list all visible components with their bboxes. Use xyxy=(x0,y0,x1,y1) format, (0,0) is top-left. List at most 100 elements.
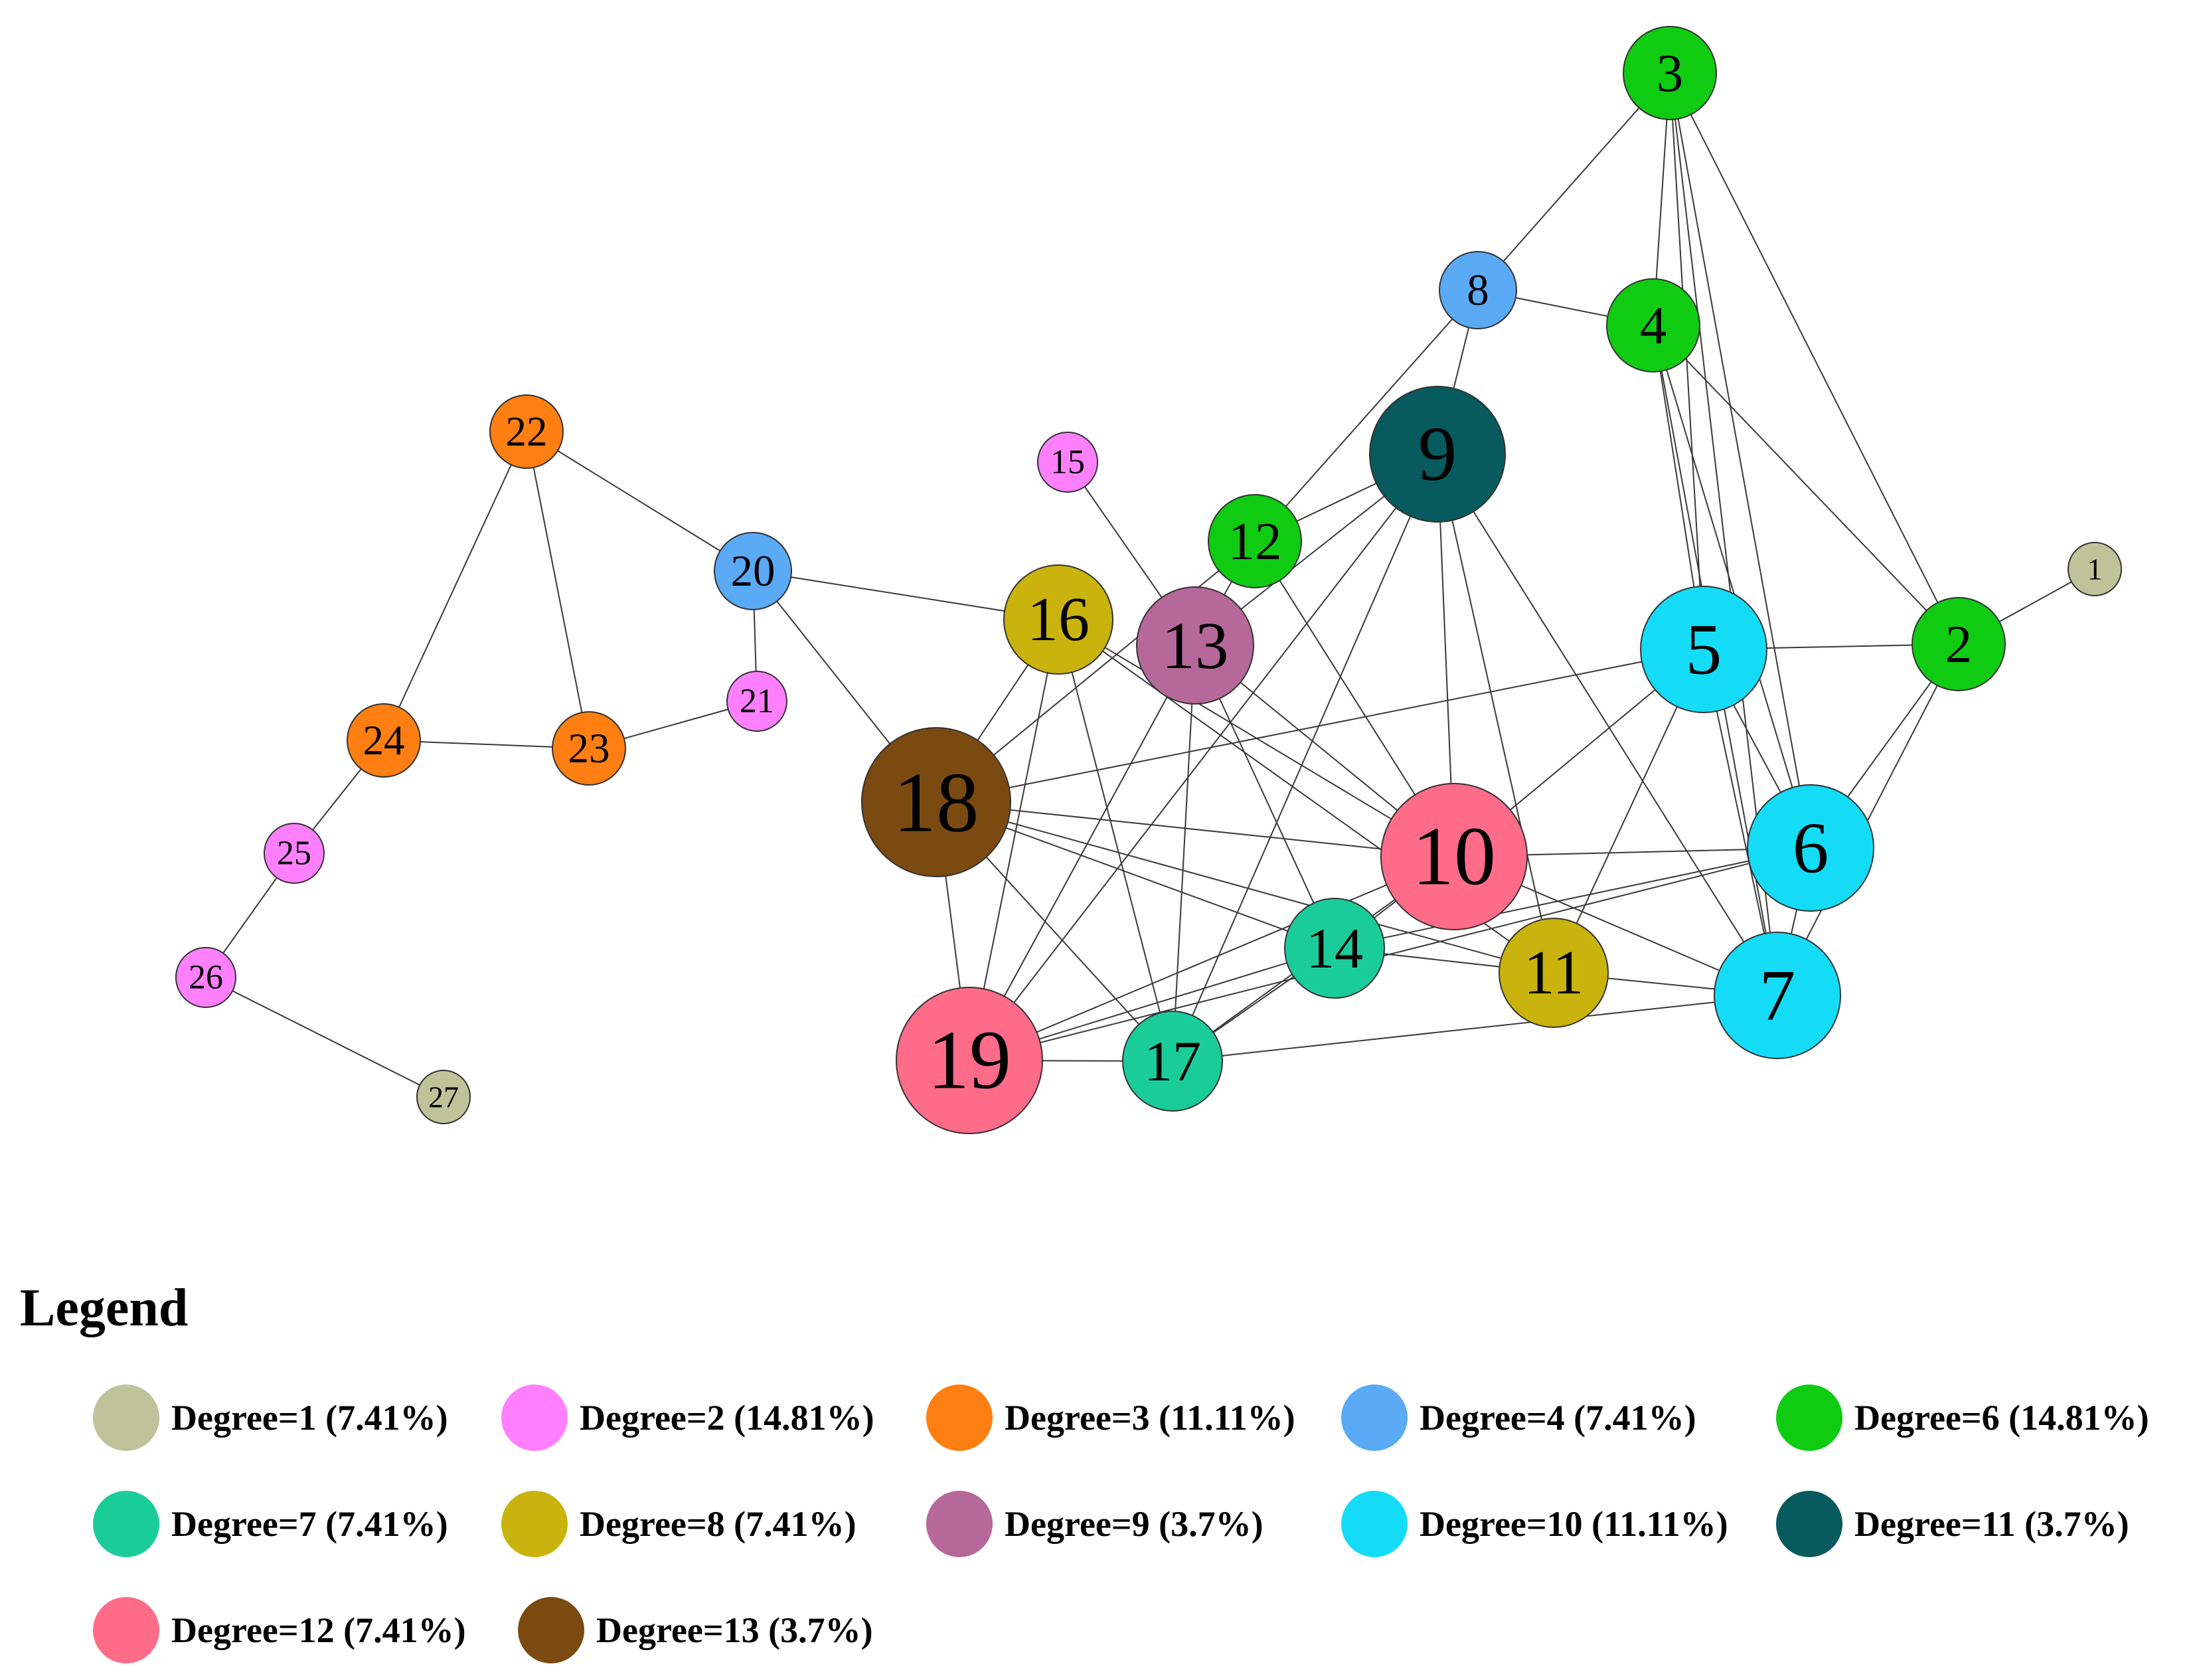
node-circle-23 xyxy=(552,711,626,786)
edge-10-18 xyxy=(936,801,1455,857)
node-label-24: 24 xyxy=(363,717,405,764)
edge-3-6 xyxy=(1669,72,1811,849)
node-circle-5 xyxy=(1640,586,1767,713)
legend-swatch xyxy=(1341,1385,1408,1451)
node-label-23: 23 xyxy=(568,725,610,772)
node-25: 25 xyxy=(264,823,325,884)
node-24: 24 xyxy=(347,703,421,778)
edge-4-6 xyxy=(1653,325,1811,849)
edge-20-22 xyxy=(526,431,754,572)
node-circle-7 xyxy=(1714,932,1841,1059)
node-9: 9 xyxy=(1369,386,1506,523)
node-circle-12 xyxy=(1208,494,1302,588)
legend-label: Degree=1 (7.41%) xyxy=(171,1398,448,1438)
node-label-26: 26 xyxy=(189,959,223,997)
node-14: 14 xyxy=(1284,898,1385,999)
node-8: 8 xyxy=(1439,251,1517,329)
legend-swatch xyxy=(93,1597,159,1663)
node-6: 6 xyxy=(1747,784,1874,912)
node-21: 21 xyxy=(726,671,787,732)
legend-title: Legend xyxy=(20,1279,189,1337)
node-3: 3 xyxy=(1623,26,1717,120)
legend-label: Degree=4 (7.41%) xyxy=(1420,1398,1696,1438)
legend-label: Degree=8 (7.41%) xyxy=(580,1504,856,1544)
edge-3-8 xyxy=(1477,72,1671,291)
node-circle-21 xyxy=(726,671,787,732)
edge-2-7 xyxy=(1777,643,1959,996)
node-circle-2 xyxy=(1912,597,2006,691)
node-circle-9 xyxy=(1369,386,1506,523)
node-circle-16 xyxy=(1003,564,1113,675)
legend-swatch xyxy=(501,1385,568,1451)
node-27: 27 xyxy=(416,1070,471,1124)
node-label-19: 19 xyxy=(928,1015,1011,1107)
edge-6-14 xyxy=(1334,847,1811,949)
node-5: 5 xyxy=(1640,586,1767,713)
node-circle-19 xyxy=(896,987,1043,1134)
node-circle-22 xyxy=(489,394,564,469)
legend-label: Degree=2 (14.81%) xyxy=(580,1398,874,1438)
legend-swatch xyxy=(518,1597,584,1663)
node-label-4: 4 xyxy=(1640,295,1667,355)
node-circle-25 xyxy=(264,823,325,884)
edge-11-18 xyxy=(936,801,1554,973)
legend-label: Degree=10 (11.11%) xyxy=(1420,1504,1728,1544)
edge-7-9 xyxy=(1437,454,1778,996)
node-4: 4 xyxy=(1606,278,1700,373)
node-circle-17 xyxy=(1122,1011,1223,1112)
legend-item: Degree=7 (7.41%) xyxy=(93,1487,448,1560)
node-13: 13 xyxy=(1136,586,1254,705)
legend-swatch xyxy=(1776,1491,1842,1557)
legend-item: Degree=4 (7.41%) xyxy=(1341,1381,1696,1454)
edge-2-4 xyxy=(1653,325,1959,645)
node-12: 12 xyxy=(1208,494,1302,588)
legend-swatch xyxy=(93,1491,159,1557)
legend-swatch xyxy=(1341,1491,1408,1557)
node-1: 1 xyxy=(2068,542,2122,596)
legend-item: Degree=9 (3.7%) xyxy=(926,1487,1264,1560)
node-label-9: 9 xyxy=(1418,412,1457,497)
legend-swatch xyxy=(926,1385,993,1451)
edge-13-19 xyxy=(969,645,1196,1061)
node-label-20: 20 xyxy=(731,546,775,596)
node-circle-13 xyxy=(1136,586,1254,705)
node-label-25: 25 xyxy=(277,835,311,873)
node-26: 26 xyxy=(175,947,236,1008)
legend-label: Degree=12 (7.41%) xyxy=(171,1610,466,1650)
node-17: 17 xyxy=(1122,1011,1223,1112)
node-20: 20 xyxy=(714,532,792,610)
node-label-7: 7 xyxy=(1759,956,1796,1036)
node-circle-1 xyxy=(2068,542,2122,596)
node-label-21: 21 xyxy=(740,683,774,720)
node-circle-24 xyxy=(347,703,421,778)
node-label-17: 17 xyxy=(1144,1029,1201,1093)
node-circle-14 xyxy=(1284,898,1385,999)
node-circle-20 xyxy=(714,532,792,610)
legend-item: Degree=12 (7.41%) xyxy=(93,1594,466,1667)
node-circle-4 xyxy=(1606,278,1700,373)
legend: Degree=1 (7.41%) Degree=2 (14.81%) Degree=… xyxy=(0,1381,2201,1673)
legend-label: Degree=3 (11.11%) xyxy=(1005,1398,1295,1438)
node-label-10: 10 xyxy=(1412,811,1496,903)
node-layer: 1234567891011121314151617181920212223242… xyxy=(175,26,2122,1134)
node-circle-15 xyxy=(1037,432,1098,493)
legend-label: Degree=13 (3.7%) xyxy=(596,1610,873,1650)
node-label-18: 18 xyxy=(894,755,979,850)
legend-swatch xyxy=(926,1491,993,1557)
legend-swatch xyxy=(501,1491,568,1557)
node-label-1: 1 xyxy=(2087,552,2103,586)
node-11: 11 xyxy=(1499,918,1609,1028)
legend-label: Degree=9 (3.7%) xyxy=(1005,1504,1264,1544)
node-2: 2 xyxy=(1912,597,2006,691)
node-16: 16 xyxy=(1003,564,1113,675)
node-22: 22 xyxy=(489,394,564,469)
edge-10-19 xyxy=(969,856,1455,1061)
legend-item: Degree=3 (11.11%) xyxy=(926,1381,1295,1454)
edge-8-12 xyxy=(1254,290,1479,542)
legend-item: Degree=6 (14.81%) xyxy=(1776,1381,2149,1454)
node-label-22: 22 xyxy=(506,408,548,455)
edge-16-17 xyxy=(1058,619,1173,1062)
node-circle-11 xyxy=(1499,918,1609,1028)
edge-9-11 xyxy=(1437,454,1554,973)
edge-22-23 xyxy=(526,431,590,749)
